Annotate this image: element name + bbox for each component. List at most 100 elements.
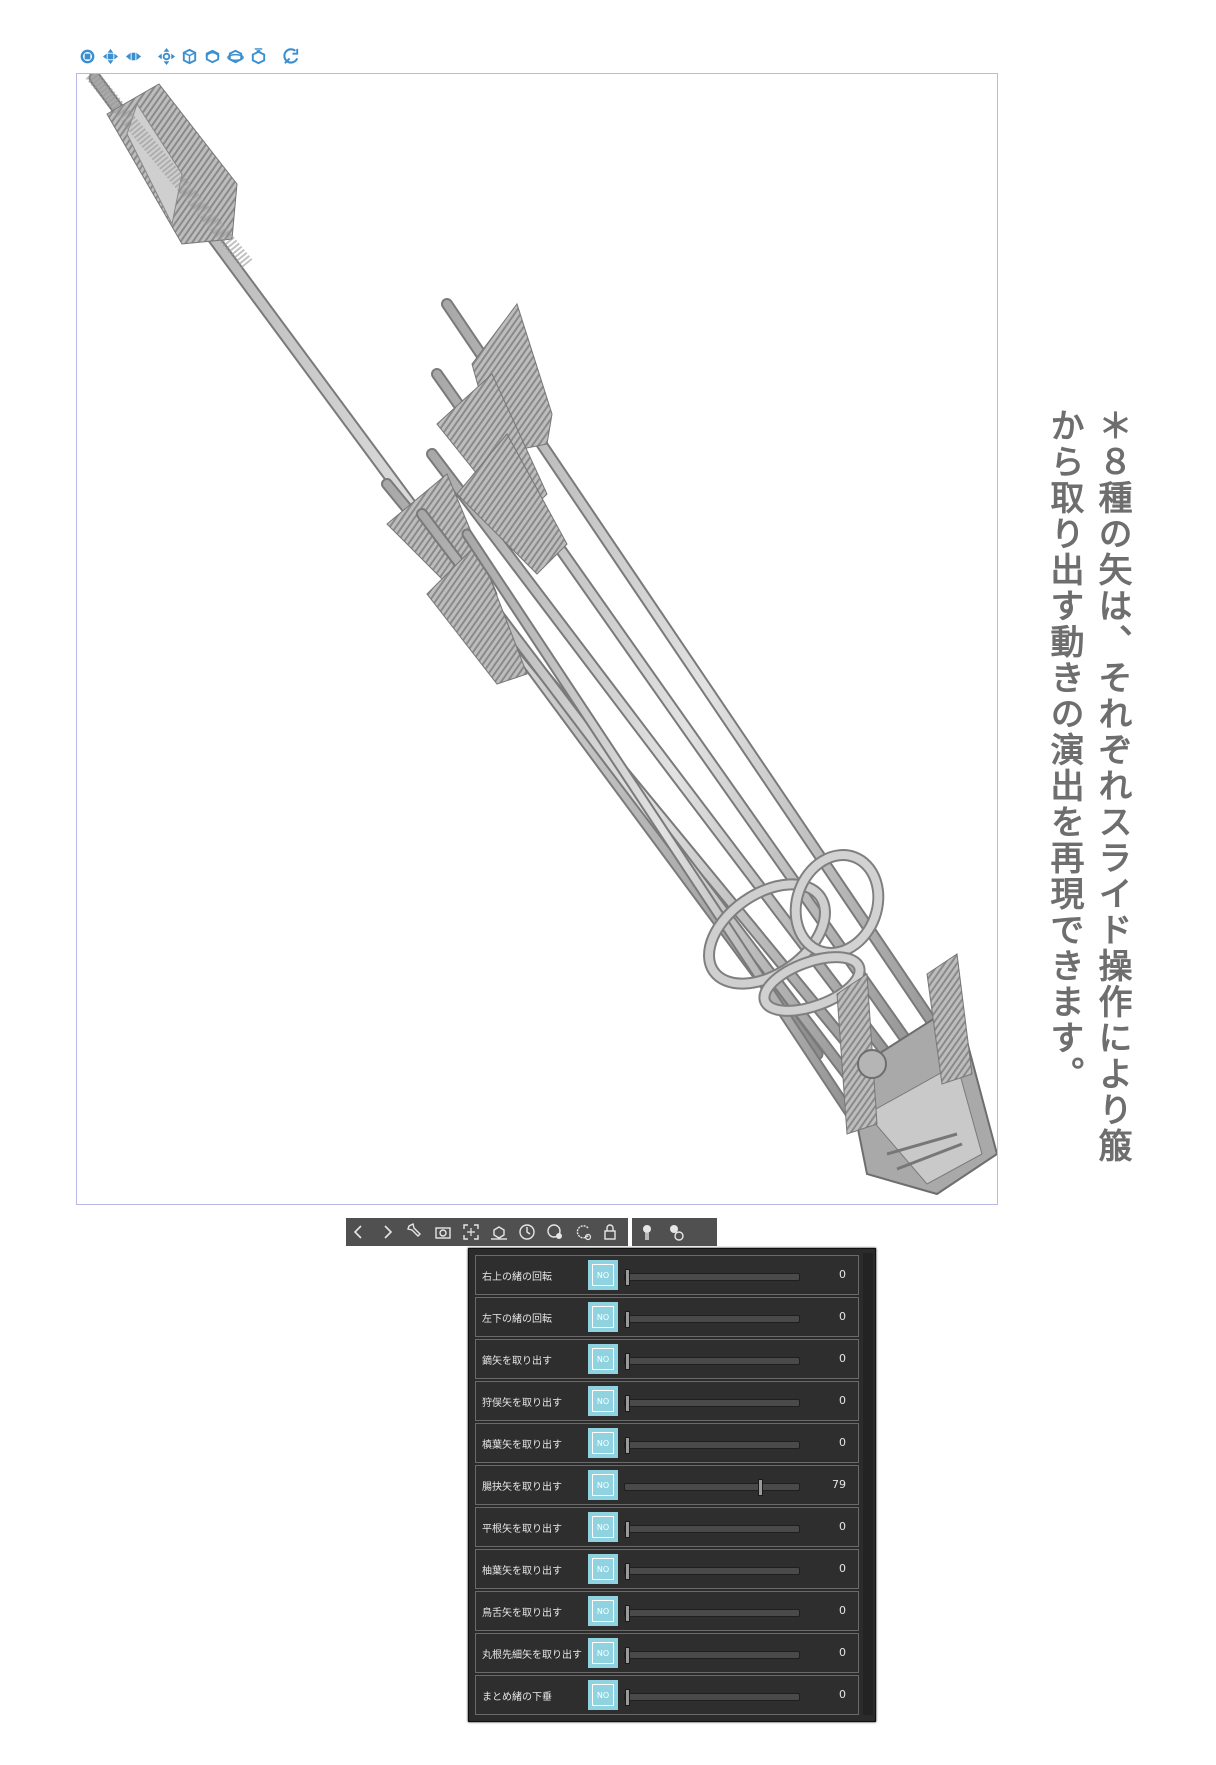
3d-viewport[interactable]	[76, 73, 998, 1205]
thumbnail-label: NO	[592, 1390, 614, 1412]
move-object-icon[interactable]	[157, 47, 176, 66]
slider-track[interactable]	[624, 1647, 800, 1664]
camera-icon[interactable]	[430, 1219, 456, 1245]
thumbnail-no-image: NO	[588, 1554, 618, 1584]
slider-track[interactable]	[624, 1605, 800, 1622]
quiver-model-render	[85, 74, 997, 1196]
prev-icon[interactable]	[346, 1219, 372, 1245]
slider-label: 鏑矢を取り出す	[482, 1355, 552, 1367]
slider-label: 柚葉矢を取り出す	[482, 1565, 562, 1577]
slider-knob[interactable]	[625, 1437, 630, 1454]
clock-icon[interactable]	[514, 1219, 540, 1245]
slider-row: まとめ緒の下垂 NO 0	[475, 1675, 859, 1715]
thumbnail-label: NO	[592, 1432, 614, 1454]
panel-scrollbar[interactable]	[863, 1253, 873, 1715]
slider-label: 右上の緒の回転	[482, 1271, 552, 1283]
object-settings-icon[interactable]	[542, 1219, 568, 1245]
slider-value: 0	[839, 1520, 846, 1533]
slider-value: 0	[839, 1688, 846, 1701]
slider-track[interactable]	[624, 1563, 800, 1580]
thumbnail-label: NO	[592, 1306, 614, 1328]
thumbnail-label: NO	[592, 1474, 614, 1496]
slider-knob[interactable]	[625, 1521, 630, 1538]
slider-row: 鳥舌矢を取り出す NO 0	[475, 1591, 859, 1631]
thumbnail-no-image: NO	[588, 1302, 618, 1332]
slider-knob[interactable]	[625, 1563, 630, 1580]
thumbnail-no-image: NO	[588, 1638, 618, 1668]
slider-value: 0	[839, 1352, 846, 1365]
slider-track[interactable]	[624, 1269, 800, 1286]
quiver-base	[836, 953, 997, 1196]
lock-icon[interactable]	[598, 1219, 624, 1245]
thumbnail-no-image: NO	[588, 1386, 618, 1416]
slider-knob[interactable]	[625, 1269, 630, 1286]
slider-value: 0	[839, 1394, 846, 1407]
slider-label: 槙葉矢を取り出す	[482, 1439, 562, 1451]
slider-label: 左下の緒の回転	[482, 1313, 552, 1325]
slider-value: 0	[839, 1436, 846, 1449]
caption-text: ＊８種の矢は、それぞれスライド操作により箙から取り出す動きの演出を再現できます。	[1044, 408, 1132, 1164]
slider-knob[interactable]	[625, 1605, 630, 1622]
flip-object-icon[interactable]	[249, 47, 268, 66]
thumbnail-label: NO	[592, 1264, 614, 1286]
slider-value: 0	[839, 1310, 846, 1323]
camera-toolbar	[78, 44, 301, 68]
slider-knob[interactable]	[625, 1353, 630, 1370]
slider-knob[interactable]	[625, 1689, 630, 1706]
slider-value: 0	[839, 1268, 846, 1281]
slider-knob[interactable]	[625, 1647, 630, 1664]
thumbnail-label: NO	[592, 1558, 614, 1580]
slider-value: 0	[839, 1604, 846, 1617]
slider-track[interactable]	[624, 1353, 800, 1370]
arrow-bundle	[381, 298, 973, 1130]
rotate-object-icon[interactable]	[180, 47, 199, 66]
thumbnail-label: NO	[592, 1642, 614, 1664]
reset-camera-icon[interactable]	[282, 47, 301, 66]
slider-row: 柚葉矢を取り出す NO 0	[475, 1549, 859, 1589]
wrench-icon[interactable]	[402, 1219, 428, 1245]
ground-icon[interactable]	[486, 1219, 512, 1245]
rotate-camera-icon[interactable]	[78, 47, 97, 66]
slider-label: 腸抉矢を取り出す	[482, 1481, 562, 1493]
thumbnail-no-image: NO	[588, 1680, 618, 1710]
cord-knot	[703, 849, 885, 1017]
slider-knob[interactable]	[758, 1479, 763, 1496]
slider-track[interactable]	[624, 1479, 800, 1496]
slider-value: 0	[839, 1562, 846, 1575]
thumbnail-no-image: NO	[588, 1470, 618, 1500]
object-launcher-toolbar	[346, 1218, 717, 1246]
thumbnail-label: NO	[592, 1600, 614, 1622]
pose-settings-icon[interactable]	[662, 1219, 688, 1245]
slider-row: 槙葉矢を取り出す NO 0	[475, 1423, 859, 1463]
thumbnail-no-image: NO	[588, 1596, 618, 1626]
slider-row: 左下の緒の回転 NO 0	[475, 1297, 859, 1337]
slider-knob[interactable]	[625, 1395, 630, 1412]
slider-track[interactable]	[624, 1311, 800, 1328]
scale-object-icon[interactable]	[226, 47, 245, 66]
thumbnail-label: NO	[592, 1684, 614, 1706]
dolly-camera-icon[interactable]	[124, 47, 143, 66]
next-icon[interactable]	[374, 1219, 400, 1245]
slider-label: まとめ緒の下垂	[482, 1691, 552, 1703]
toolbar-divider	[628, 1218, 632, 1246]
thumbnail-no-image: NO	[588, 1512, 618, 1542]
thumbnail-no-image: NO	[588, 1428, 618, 1458]
slider-value: 79	[832, 1478, 846, 1491]
slider-label: 丸根先細矢を取り出す	[482, 1649, 582, 1661]
rotate-reset-icon[interactable]	[570, 1219, 596, 1245]
slider-knob[interactable]	[625, 1311, 630, 1328]
slider-track[interactable]	[624, 1437, 800, 1454]
rotate-object-alt-icon[interactable]	[203, 47, 222, 66]
slider-label: 鳥舌矢を取り出す	[482, 1607, 562, 1619]
slider-track[interactable]	[624, 1521, 800, 1538]
pose-icon[interactable]	[634, 1219, 660, 1245]
pan-camera-icon[interactable]	[101, 47, 120, 66]
slider-track[interactable]	[624, 1395, 800, 1412]
slider-track[interactable]	[624, 1689, 800, 1706]
fit-icon[interactable]	[458, 1219, 484, 1245]
